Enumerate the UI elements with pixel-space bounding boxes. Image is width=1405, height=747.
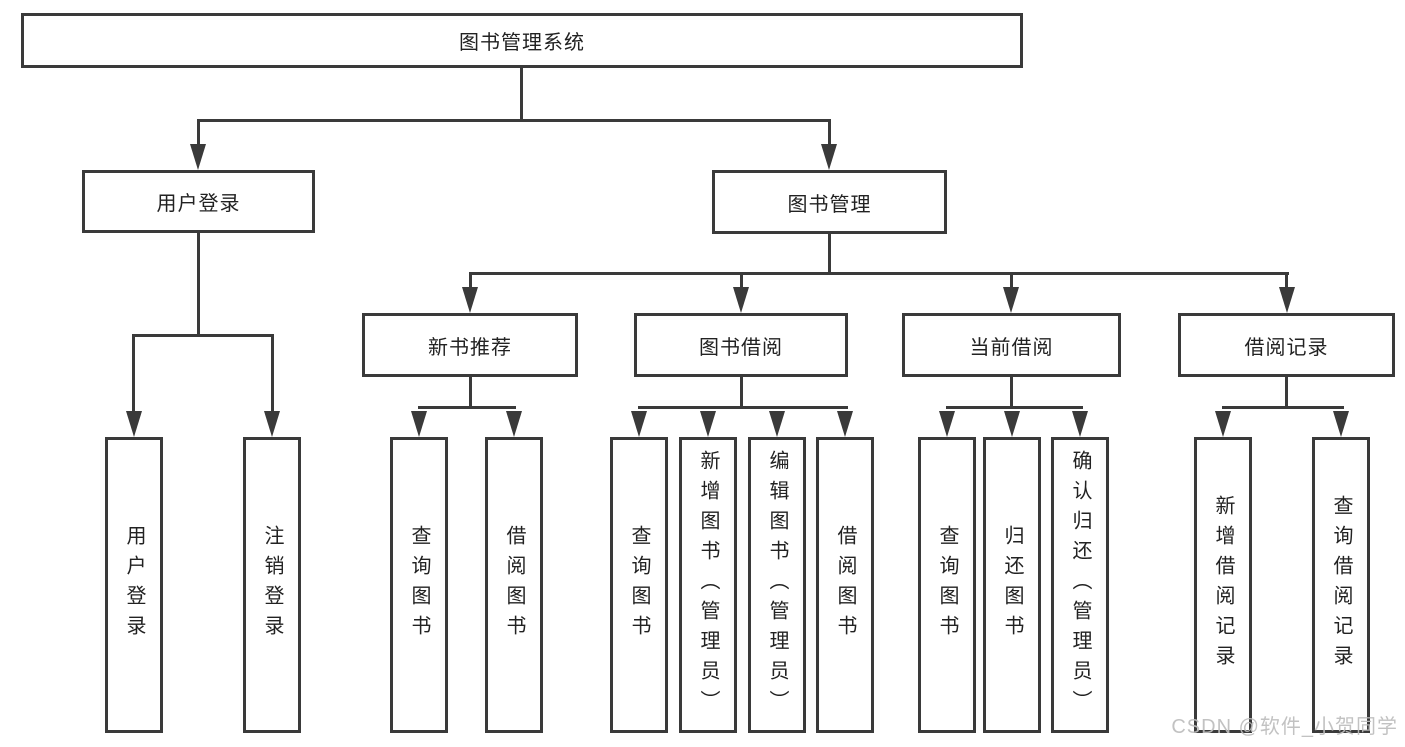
node-user-login: 用户登录 [82, 170, 315, 233]
node-new-book-recommend: 新书推荐 [362, 313, 578, 377]
node-borrow-book: 借阅图书 [816, 437, 874, 733]
arrow-down-icon [821, 144, 837, 170]
arrow-down-icon [190, 144, 206, 170]
node-borrow-book-recommend: 借阅图书 [485, 437, 543, 733]
arrow-down-icon [264, 411, 280, 437]
connector-to-new-book-recommend [469, 272, 472, 289]
node-confirm-return-admin: 确认归还（管理员） [1051, 437, 1109, 733]
connector-to-user-login [197, 119, 200, 147]
node-leaf-user-login: 用户登录 [105, 437, 163, 733]
connector-book-borrow-bar [638, 406, 848, 409]
arrow-down-icon [939, 411, 955, 437]
connector-to-leaf-user-login [132, 334, 135, 412]
connector-new-book-recommend-stem [469, 376, 472, 409]
node-edit-book-admin: 编辑图书（管理员） [748, 437, 806, 733]
arrow-down-icon [126, 411, 142, 437]
arrow-down-icon [411, 411, 427, 437]
arrow-down-icon [1003, 287, 1019, 313]
connector-to-book-management [828, 119, 831, 147]
connector-to-leaf-logout [271, 334, 274, 412]
connector-book-management-bar [469, 272, 1289, 275]
connector-current-borrow-stem [1010, 376, 1013, 409]
arrow-down-icon [733, 287, 749, 313]
connector-to-borrow-records [1285, 272, 1288, 289]
arrow-down-icon [1333, 411, 1349, 437]
arrow-down-icon [462, 287, 478, 313]
connector-root-bar [197, 119, 831, 122]
node-add-book-admin: 新增图书（管理员） [679, 437, 737, 733]
arrow-down-icon [700, 411, 716, 437]
arrow-down-icon [1279, 287, 1295, 313]
node-query-books-recommend: 查询图书 [390, 437, 448, 733]
arrow-down-icon [631, 411, 647, 437]
node-library-management-system: 图书管理系统 [21, 13, 1023, 68]
connector-book-management-stem [828, 233, 831, 275]
connector-borrow-records-bar [1222, 406, 1344, 409]
node-book-borrow: 图书借阅 [634, 313, 848, 377]
arrow-down-icon [837, 411, 853, 437]
connector-user-login-bar [132, 334, 274, 337]
connector-to-current-borrow [1010, 272, 1013, 289]
node-borrow-records: 借阅记录 [1178, 313, 1395, 377]
node-return-book: 归还图书 [983, 437, 1041, 733]
arrow-down-icon [1004, 411, 1020, 437]
arrow-down-icon [506, 411, 522, 437]
connector-book-borrow-stem [740, 376, 743, 409]
node-add-borrow-record: 新增借阅记录 [1194, 437, 1252, 733]
node-query-borrow-record: 查询借阅记录 [1312, 437, 1370, 733]
connector-root-stem [520, 66, 523, 122]
node-leaf-logout: 注销登录 [243, 437, 301, 733]
connector-new-book-recommend-bar [418, 406, 516, 409]
connector-to-book-borrow [740, 272, 743, 289]
csdn-watermark: CSDN @软件_小贺同学 [1171, 716, 1398, 738]
node-book-management: 图书管理 [712, 170, 947, 234]
connector-current-borrow-bar [946, 406, 1083, 409]
connector-borrow-records-stem [1285, 376, 1288, 409]
arrow-down-icon [1215, 411, 1231, 437]
arrow-down-icon [769, 411, 785, 437]
node-query-books-current: 查询图书 [918, 437, 976, 733]
node-query-books-borrow: 查询图书 [610, 437, 668, 733]
arrow-down-icon [1072, 411, 1088, 437]
connector-user-login-stem [197, 232, 200, 336]
node-current-borrow: 当前借阅 [902, 313, 1121, 377]
